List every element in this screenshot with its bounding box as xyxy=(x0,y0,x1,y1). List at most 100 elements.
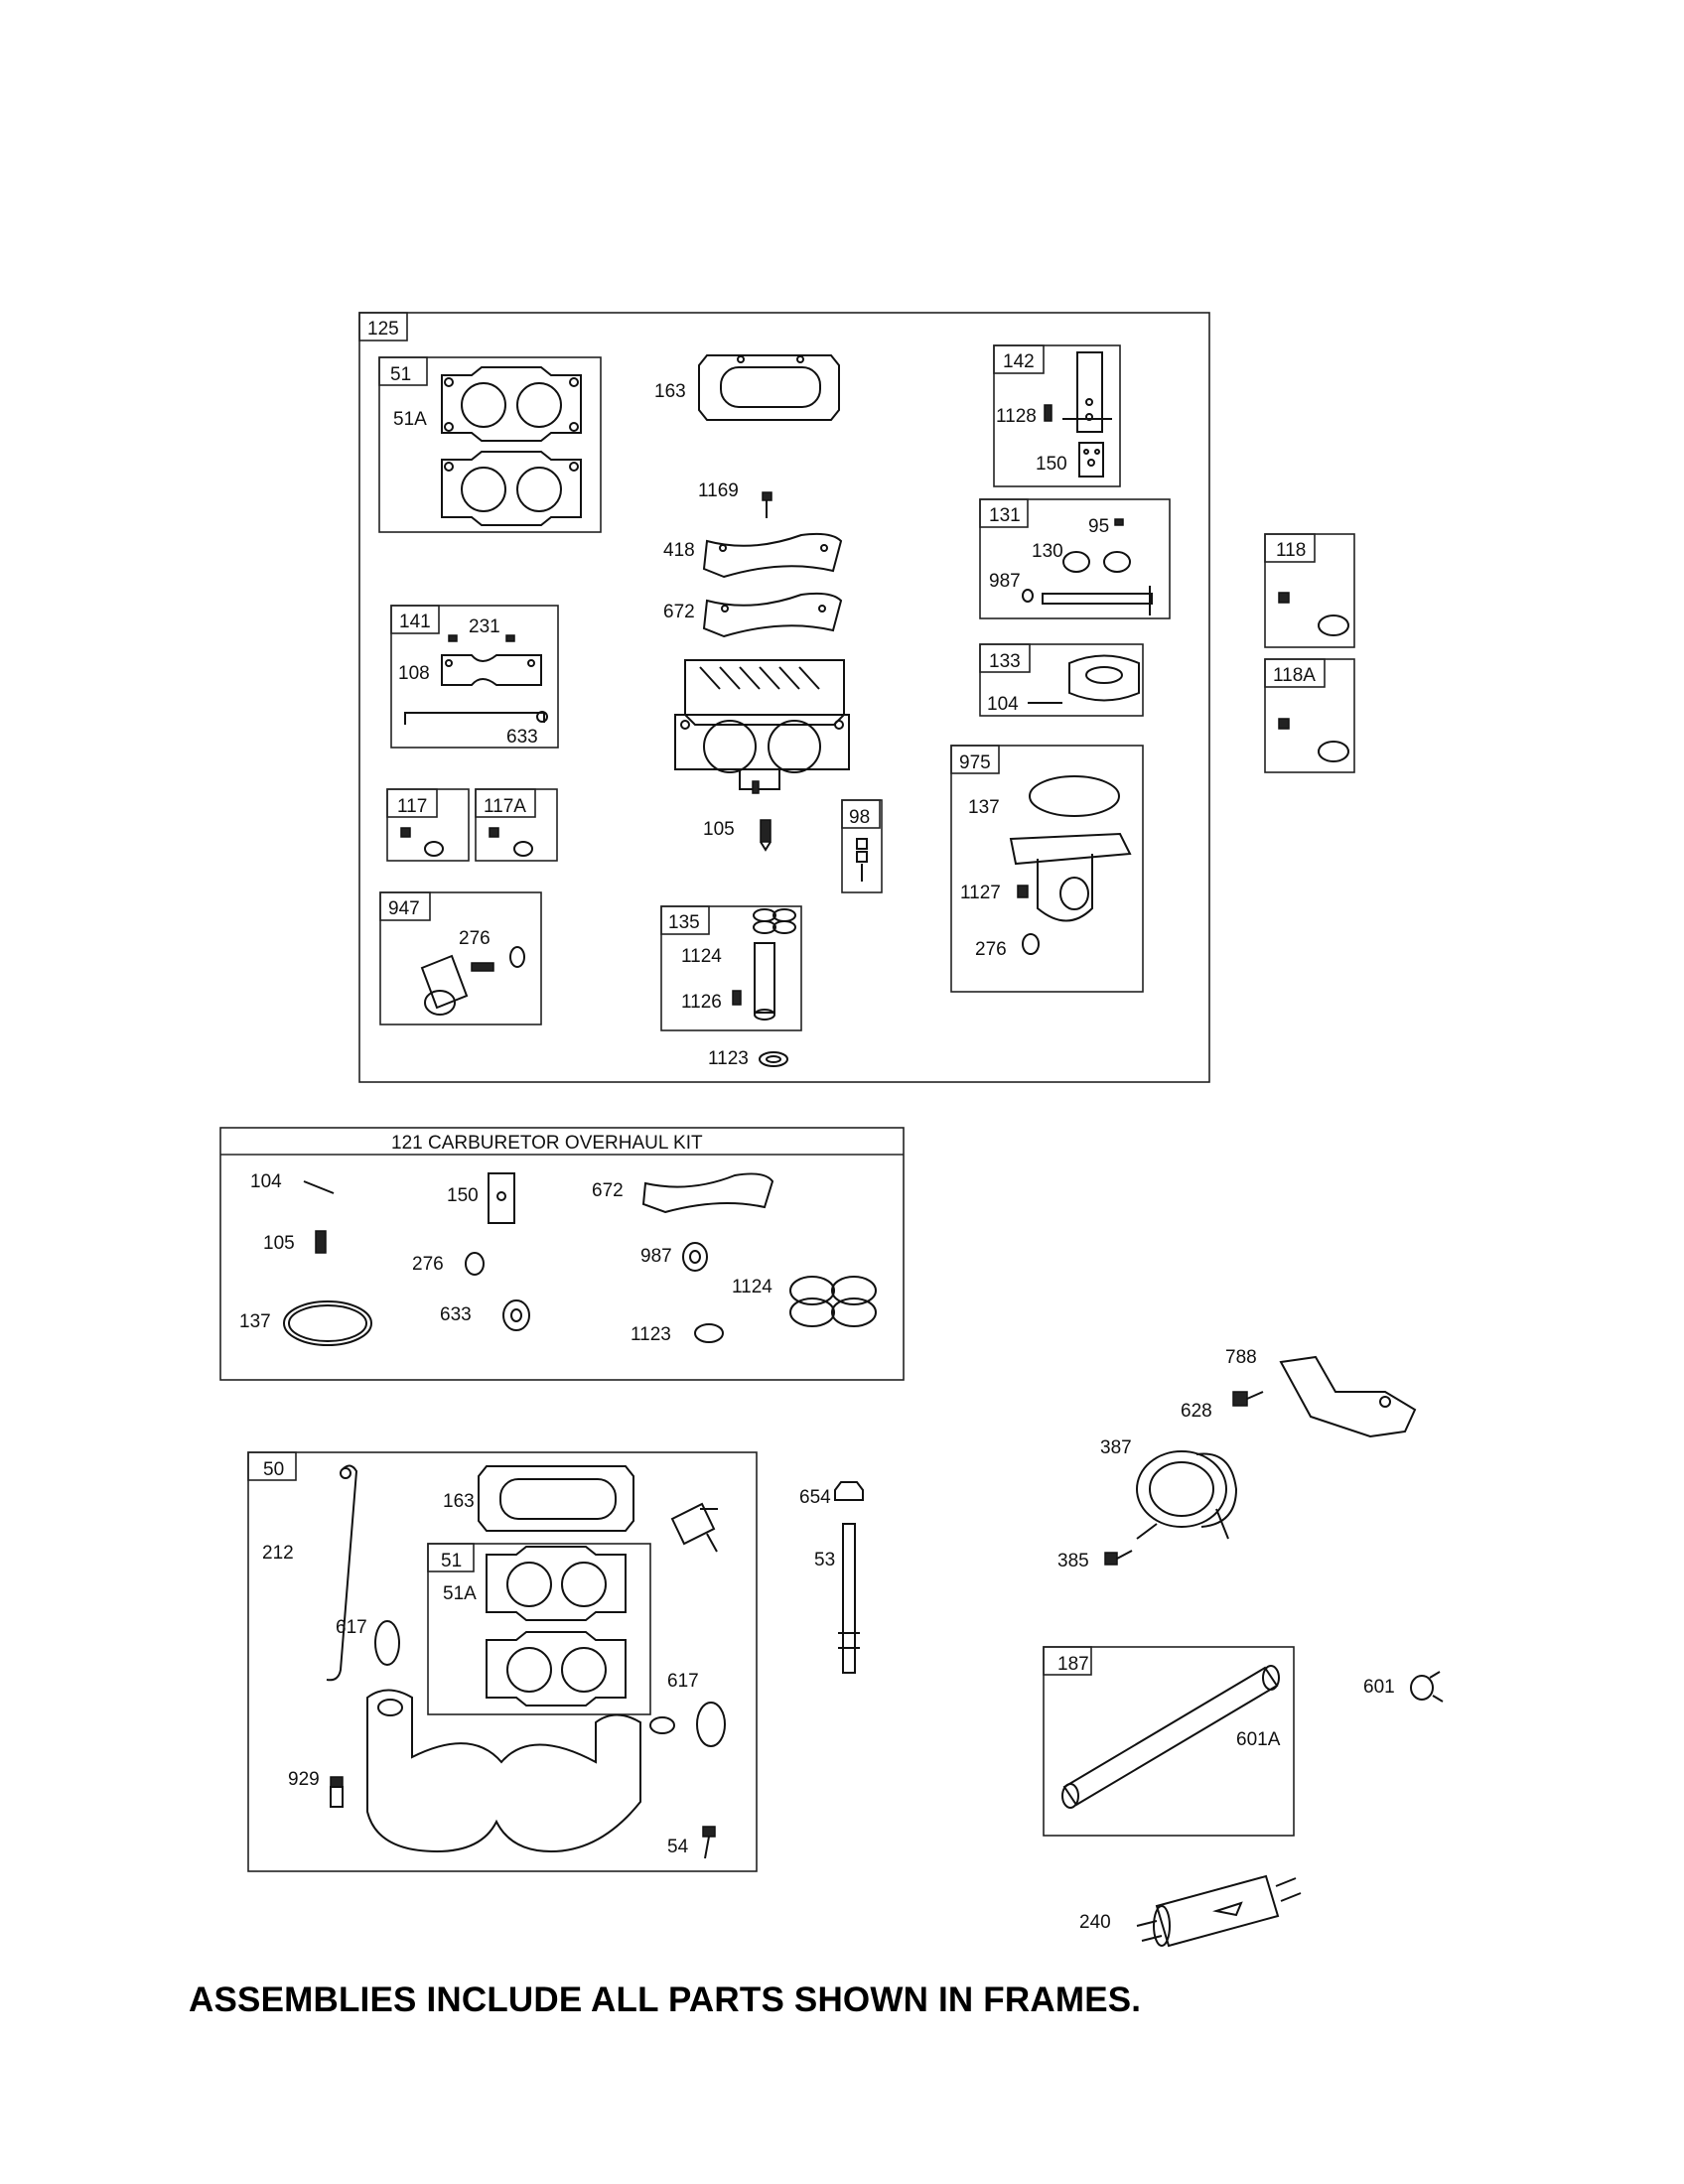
frame-947-filter: 947 276 xyxy=(379,891,542,1025)
part-628-screw: 628 xyxy=(1181,1391,1264,1422)
part-240-fuel-filter: 240 xyxy=(1079,1874,1302,1948)
callout-label: 53 xyxy=(814,1550,835,1570)
callout-label: 163 xyxy=(443,1491,475,1512)
callout-label: 137 xyxy=(239,1311,271,1332)
frame-117A: 117A xyxy=(475,788,558,862)
callout-label: 1127 xyxy=(960,883,1001,903)
part-1123-washer: 1123 xyxy=(708,1048,788,1069)
callout-label: 633 xyxy=(440,1304,472,1325)
callout-label: 108 xyxy=(398,663,430,684)
callout-label: 1123 xyxy=(708,1048,749,1069)
part-53-stud: 53 xyxy=(814,1523,860,1674)
frame-tag: 50 xyxy=(263,1459,284,1480)
frame-tag: 118A xyxy=(1273,665,1316,686)
callout-label: 54 xyxy=(667,1837,689,1857)
callout-label: 654 xyxy=(799,1487,831,1508)
callout-label: 150 xyxy=(1036,454,1067,475)
part-385-screw: 385 xyxy=(1057,1550,1133,1571)
part-1169-screw: 1169 xyxy=(698,480,772,518)
kit-title: 121 CARBURETOR OVERHAUL KIT xyxy=(391,1133,703,1154)
frame-50: 50 163 212 617 51 51A 617 929 54 xyxy=(247,1451,758,1872)
callout-label: 1124 xyxy=(681,946,722,967)
frame-187-fuel-line: 187 601A xyxy=(1043,1646,1295,1837)
frame-tag: 133 xyxy=(989,651,1021,672)
frame-tag: 117A xyxy=(484,796,526,817)
callout-label: 212 xyxy=(262,1543,294,1564)
frame-975: 975 137 1127 276 xyxy=(950,745,1144,993)
frame-133: 133 104 xyxy=(979,643,1144,717)
callout-label: 929 xyxy=(288,1769,320,1790)
part-788-bracket: 788 xyxy=(1225,1347,1417,1438)
callout-label: 387 xyxy=(1100,1437,1132,1458)
frame-tag: 98 xyxy=(849,807,870,828)
part-418-plate: 418 xyxy=(663,532,843,579)
frame-tag: 51 xyxy=(441,1551,462,1571)
callout-label: 240 xyxy=(1079,1912,1111,1933)
callout-label: 672 xyxy=(592,1180,624,1201)
frame-131: 131 95 130 987 xyxy=(979,498,1171,619)
frame-118A: 118A xyxy=(1264,658,1355,773)
frame-tag: 125 xyxy=(367,319,399,340)
kit-121-frame: 121 CARBURETOR OVERHAUL KIT 104 150 672 … xyxy=(219,1127,905,1381)
callout-label: 104 xyxy=(987,694,1019,715)
callout-label: 617 xyxy=(667,1671,699,1692)
callout-label: 95 xyxy=(1088,516,1109,537)
frame-tag: 975 xyxy=(959,752,991,773)
frame-98: 98 xyxy=(841,799,883,893)
part-672-gasket: 672 xyxy=(663,592,843,638)
callout-label: 276 xyxy=(412,1254,444,1275)
callout-label: 601A xyxy=(1236,1729,1281,1750)
part-654-nut: 654 xyxy=(799,1481,864,1508)
callout-label: 130 xyxy=(1032,541,1063,562)
callout-label: 672 xyxy=(663,602,695,622)
callout-label: 628 xyxy=(1181,1401,1212,1422)
part-163-gasket: 163 xyxy=(654,354,840,421)
frame-135: 135 1124 1126 xyxy=(660,905,802,1031)
callout-label: 1169 xyxy=(698,480,739,501)
frame-142: 142 1128 150 xyxy=(993,344,1121,487)
frame-tag: 187 xyxy=(1057,1654,1089,1675)
callout-label: 617 xyxy=(336,1617,367,1638)
callout-label: 231 xyxy=(469,616,500,637)
callout-label: 276 xyxy=(459,928,491,949)
callout-label: 987 xyxy=(989,571,1021,592)
frame-tag: 131 xyxy=(989,505,1021,526)
callout-label: 788 xyxy=(1225,1347,1257,1368)
part-105-needle: 105 xyxy=(703,819,772,852)
callout-label: 1128 xyxy=(996,406,1037,427)
callout-label: 1123 xyxy=(631,1324,671,1345)
callout-label: 1126 xyxy=(681,992,722,1013)
frame-125: 125 xyxy=(358,312,1210,1083)
callout-label: 987 xyxy=(640,1246,672,1267)
frame-tag: 142 xyxy=(1003,351,1035,372)
frame-tag: 118 xyxy=(1276,540,1306,561)
frame-tag: 947 xyxy=(388,898,420,919)
callout-label: 104 xyxy=(250,1171,282,1192)
callout-label: 418 xyxy=(663,540,695,561)
frame-tag: 141 xyxy=(399,612,431,632)
frame-tag: 117 xyxy=(397,796,427,817)
callout-label: 137 xyxy=(968,797,1000,818)
callout-label: 276 xyxy=(975,939,1007,960)
callout-label: 385 xyxy=(1057,1551,1089,1571)
frame-118: 118 xyxy=(1264,533,1355,648)
gasket-part xyxy=(441,366,582,442)
frame-tag: 51 xyxy=(390,364,411,385)
callout-label: 51A xyxy=(393,409,427,430)
footer-note: ASSEMBLIES INCLUDE ALL PARTS SHOWN IN FR… xyxy=(189,1980,1142,2019)
gasket-part xyxy=(441,451,582,526)
callout-label: 601 xyxy=(1363,1677,1395,1698)
callout-label: 105 xyxy=(703,819,735,840)
callout-label: 633 xyxy=(506,727,538,748)
part-387-fuel-pump: 387 xyxy=(1100,1437,1238,1540)
callout-label: 163 xyxy=(654,381,686,402)
callout-label: 1124 xyxy=(732,1277,772,1297)
part-601-clamp: 601 xyxy=(1363,1671,1444,1703)
callout-label: 51A xyxy=(443,1583,477,1604)
frame-141: 141 231 108 633 xyxy=(390,605,559,749)
callout-label: 105 xyxy=(263,1233,295,1254)
callout-label: 150 xyxy=(447,1185,479,1206)
frame-51-gaskets: 51 51A xyxy=(378,356,602,533)
frame-tag: 135 xyxy=(668,912,700,933)
